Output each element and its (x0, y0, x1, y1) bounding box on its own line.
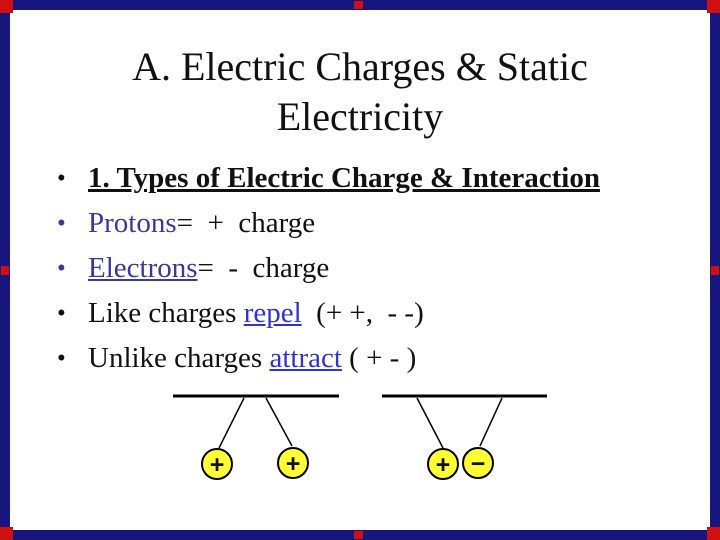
slide-title-line2: Electricity (276, 94, 444, 139)
string-line (218, 397, 245, 449)
bullet-icon: • (57, 300, 66, 327)
attract-link[interactable]: attract (269, 342, 342, 374)
bullet-item-unlike-charges: • Unlike charges attract ( + - ) (57, 336, 702, 381)
bullet-item-like-charges: • Like charges repel (+ +, - -) (57, 291, 702, 336)
bullet-icon: • (57, 345, 66, 372)
repel-link[interactable]: repel (243, 297, 302, 329)
slide-title: A. Electric Charges & Static Electricity (30, 42, 690, 142)
bullet-icon: • (57, 255, 66, 282)
bullet-icon: • (57, 210, 66, 237)
charge-sign-label: + (210, 451, 225, 479)
bullet-item-types-heading: • 1. Types of Electric Charge & Interact… (57, 156, 702, 201)
electrons-term-link[interactable]: Electrons (88, 252, 198, 284)
bullet-item-electrons: • Electrons = - charge (57, 246, 702, 291)
unlike-charges-examples: ( + - ) (341, 342, 417, 374)
border-midpoint-accent (1, 266, 9, 275)
bullet-item-protons: • Protons = + charge (57, 201, 702, 246)
charge-sign-label: − (471, 450, 486, 478)
protons-term: Protons (88, 207, 177, 239)
border-corner-accent (707, 527, 720, 540)
charge-ball-positive (201, 448, 233, 480)
electrons-definition: = - charge (197, 252, 330, 284)
border-midpoint-accent (354, 1, 363, 9)
like-charges-text: Like charges (88, 297, 244, 329)
border-midpoint-accent (354, 531, 363, 539)
heading-text: 1. Types of Electric Charge & Interactio… (88, 162, 600, 194)
protons-definition: = + charge (176, 207, 316, 239)
charge-ball-positive (427, 448, 459, 480)
string-line (479, 397, 503, 447)
like-charges-examples: (+ +, - -) (301, 297, 424, 329)
border-corner-accent (0, 527, 13, 540)
string-line (265, 397, 293, 447)
charge-ball-negative (462, 447, 494, 479)
unlike-charges-text: Unlike charges (88, 342, 270, 374)
bullet-list: • 1. Types of Electric Charge & Interact… (57, 156, 702, 381)
slide-title-line1: A. Electric Charges & Static (132, 44, 588, 89)
border-midpoint-accent (711, 266, 719, 275)
attract-pair-group: + − (382, 394, 547, 480)
charge-sign-label: + (286, 450, 301, 478)
charge-ball-positive (277, 447, 309, 479)
charge-diagram: + + + − (173, 394, 547, 480)
bullet-icon: • (57, 165, 66, 192)
repel-pair-group: + + (173, 394, 339, 480)
border-corner-accent (0, 0, 13, 13)
charge-sign-label: + (436, 451, 451, 479)
string-line (416, 397, 444, 449)
border-corner-accent (707, 0, 720, 13)
